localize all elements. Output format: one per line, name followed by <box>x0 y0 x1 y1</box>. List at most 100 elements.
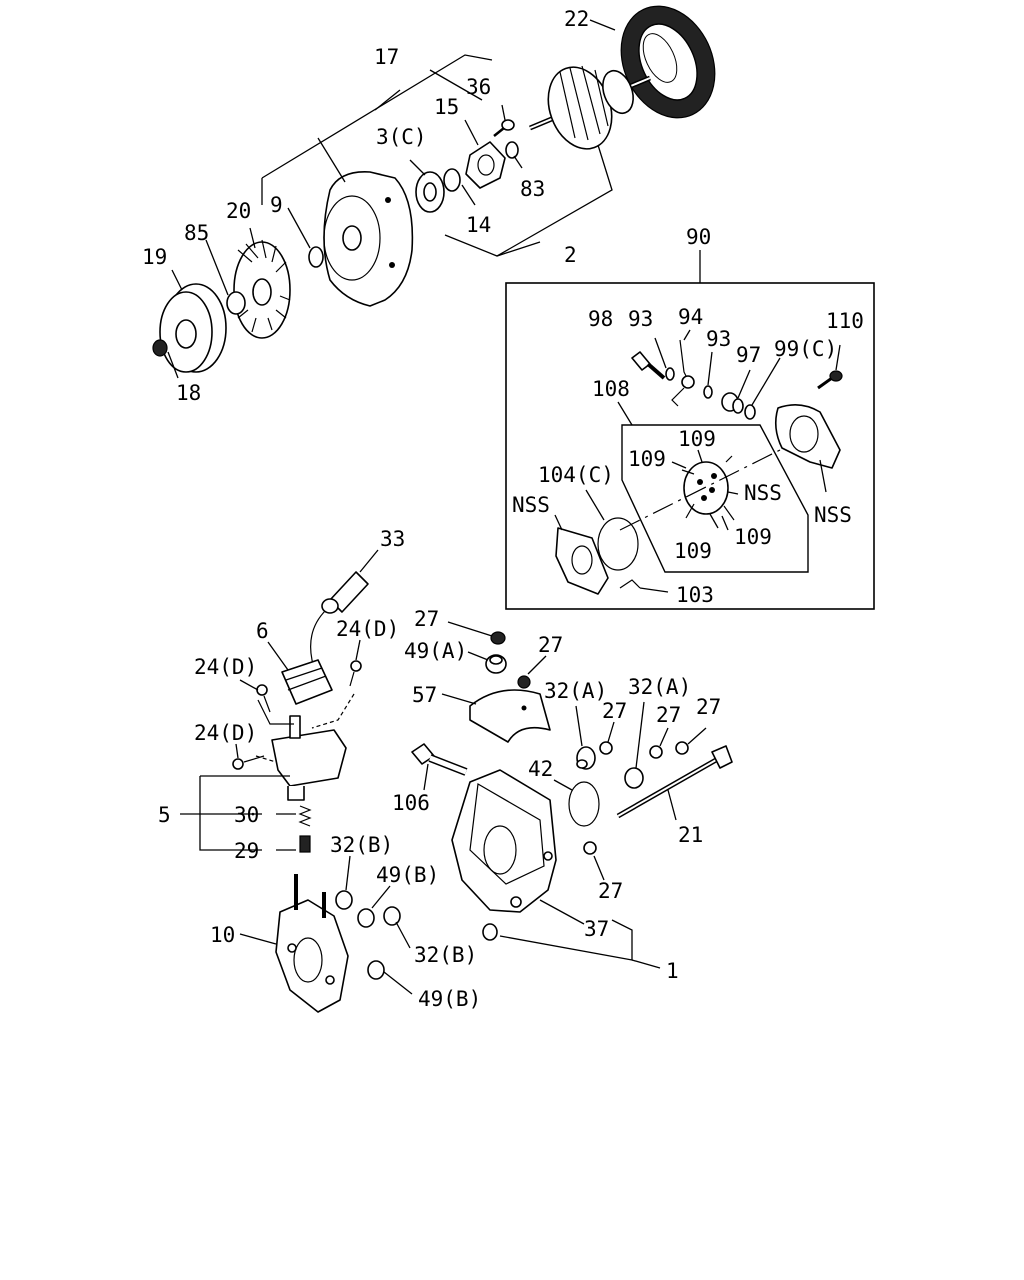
washer-part <box>367 960 385 980</box>
callout-99c: 99(C) <box>774 337 837 361</box>
screw-part <box>817 370 843 390</box>
lower-leaders <box>180 549 707 995</box>
callout-24d-top: 24(D) <box>336 617 399 641</box>
through-bolt-part <box>616 745 733 819</box>
callout-29: 29 <box>234 839 259 863</box>
o-ring-part <box>744 404 756 420</box>
collar-part <box>308 246 324 268</box>
callout-27-right-a: 27 <box>656 703 681 727</box>
terminal-part <box>671 339 695 407</box>
subassembly-108-leader <box>617 401 633 426</box>
callout-3c: 3(C) <box>376 125 427 149</box>
callout-nss-right: NSS <box>814 503 852 527</box>
fan-spacer-part <box>226 291 246 315</box>
callout-19: 19 <box>142 245 167 269</box>
insulator-part <box>619 579 641 589</box>
callout-85: 85 <box>184 221 209 245</box>
callout-104c: 104(C) <box>538 463 614 487</box>
bushing-part <box>624 767 644 789</box>
callout-32b-bottom: 32(B) <box>414 943 477 967</box>
callout-5: 5 <box>158 803 171 827</box>
callout-109-left: 109 <box>628 447 666 471</box>
rotor-part <box>529 65 651 150</box>
callout-labels: 22 17 36 15 3(C) 83 9 20 85 19 14 2 18 9… <box>142 7 864 1011</box>
callout-110: 110 <box>826 309 864 333</box>
nut-part <box>583 841 597 855</box>
rear-housing-part <box>451 769 557 913</box>
screw-part <box>349 660 362 687</box>
bushing-part <box>383 906 401 926</box>
callout-36: 36 <box>466 75 491 99</box>
pulley-nut-part <box>152 339 168 357</box>
callout-83: 83 <box>520 177 545 201</box>
callout-98: 98 <box>588 307 613 331</box>
callout-33: 33 <box>380 527 405 551</box>
detail-box-90 <box>505 282 875 610</box>
callout-27-top: 27 <box>414 607 439 631</box>
callout-1: 1 <box>666 959 679 983</box>
callout-32a-right: 32(A) <box>628 675 691 699</box>
callout-103: 103 <box>676 583 714 607</box>
screw-part <box>256 684 271 713</box>
spacer-part <box>443 168 461 192</box>
bushing-part <box>335 890 353 910</box>
callout-106: 106 <box>392 791 430 815</box>
plate-part <box>555 527 609 595</box>
callout-90: 90 <box>686 225 711 249</box>
nut-part <box>675 741 689 755</box>
nut-part <box>649 745 663 759</box>
callout-42: 42 <box>528 757 553 781</box>
callout-14: 14 <box>466 213 491 237</box>
fan-part <box>233 239 291 339</box>
washer-part <box>703 385 713 399</box>
callout-20: 20 <box>226 199 251 223</box>
front-cover-part <box>323 171 414 307</box>
stator-part <box>620 5 716 119</box>
callout-27-mid: 27 <box>602 699 627 723</box>
callout-27-right-b: 27 <box>696 695 721 719</box>
callout-18: 18 <box>176 381 201 405</box>
callout-21: 21 <box>678 823 703 847</box>
terminal-bolt-part <box>411 743 468 776</box>
callout-nss-left: NSS <box>512 493 550 517</box>
callout-30: 30 <box>234 803 259 827</box>
nut-part <box>490 631 506 645</box>
callout-nss-mid: NSS <box>744 481 782 505</box>
subassembly-108-bracket <box>621 424 809 573</box>
bearing-part <box>415 171 445 213</box>
callout-109-top: 109 <box>678 427 716 451</box>
bushing-part <box>482 923 498 941</box>
washer-part <box>485 654 507 674</box>
pulley-part <box>159 283 227 373</box>
bushing-part <box>576 746 596 770</box>
callout-49a: 49(A) <box>404 639 467 663</box>
callout-94: 94 <box>678 305 703 329</box>
callout-22: 22 <box>564 7 589 31</box>
washer-part <box>665 367 675 381</box>
callout-37: 37 <box>584 917 609 941</box>
retainer-plate-part <box>465 141 506 189</box>
callout-6: 6 <box>256 619 269 643</box>
washer-part <box>357 908 375 928</box>
callout-24d-lower: 24(D) <box>194 721 257 745</box>
callout-15: 15 <box>434 95 459 119</box>
callout-2: 2 <box>564 243 577 267</box>
callout-93-left: 93 <box>628 307 653 331</box>
callout-109-bottom-right: 109 <box>734 525 772 549</box>
nut-part <box>517 675 531 689</box>
end-cover-part <box>774 404 841 469</box>
brush-holder-part <box>271 715 347 801</box>
callout-27-upper-right: 27 <box>538 633 563 657</box>
cover-plate-part <box>469 689 551 743</box>
callout-49b-bottom: 49(B) <box>418 987 481 1011</box>
rectifier-part <box>681 455 735 521</box>
callout-108: 108 <box>592 377 630 401</box>
regulator-part <box>281 659 333 705</box>
callout-57: 57 <box>412 683 437 707</box>
screw-part <box>232 755 265 770</box>
callout-27-lower: 27 <box>598 879 623 903</box>
callout-49b-top: 49(B) <box>376 863 439 887</box>
screw-part <box>493 119 515 137</box>
gasket-part <box>597 517 639 571</box>
callout-93-right: 93 <box>706 327 731 351</box>
